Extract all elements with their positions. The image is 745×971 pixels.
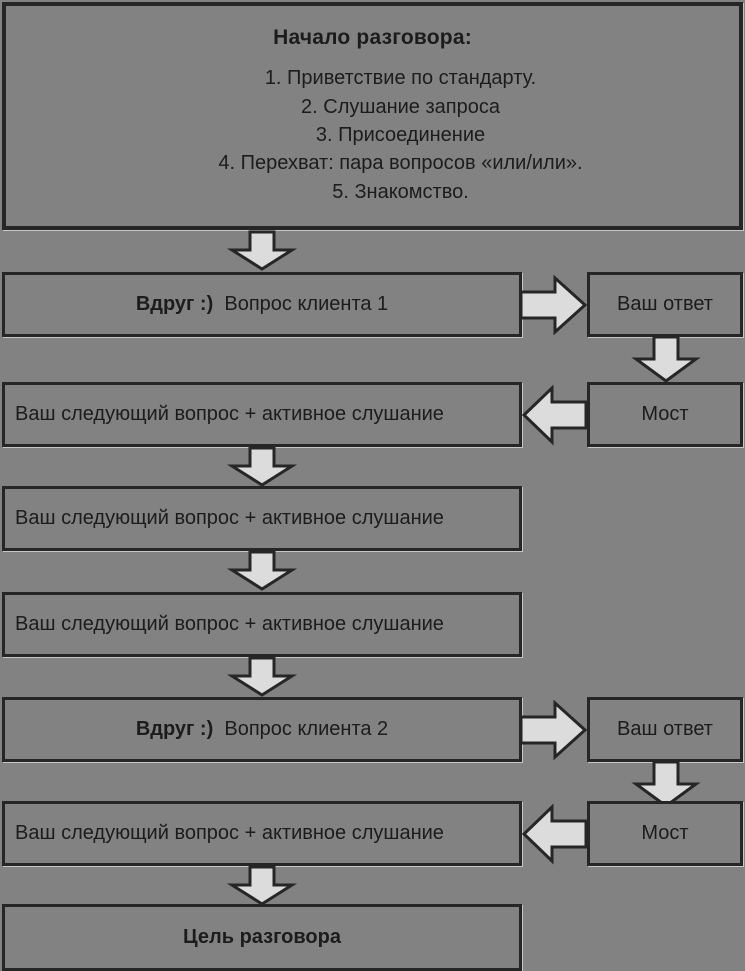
arrow-nextquestion1-to-nextquestion2-icon <box>226 446 298 487</box>
next-question-4-label: Ваш следующий вопрос + активное слушание <box>15 822 444 844</box>
list-item: 4. Перехват: пара вопросов «или/или». <box>218 152 583 175</box>
next-question-3-label: Ваш следующий вопрос + активное слушание <box>15 613 444 635</box>
answer2-label: Ваш ответ <box>617 718 713 740</box>
node-bridge-2: Мост <box>587 801 743 866</box>
question1-rest-label: Вопрос клиента 1 <box>224 293 389 315</box>
arrow-question2-to-answer2-icon <box>519 699 588 761</box>
node-bridge-1: Мост <box>587 382 743 447</box>
bridge1-label: Мост <box>641 403 689 425</box>
list-item: 2. Слушание запроса <box>301 95 500 118</box>
next-question-1-label: Ваш следующий вопрос + активное слушание <box>15 403 444 425</box>
node-question-client-2: Вдруг :) Вопрос клиента 2 <box>2 697 522 762</box>
answer1-label: Ваш ответ <box>617 293 713 315</box>
node-next-question-3: Ваш следующий вопрос + активное слушание <box>2 592 522 657</box>
arrow-nextquestion3-to-question2-icon <box>226 656 298 697</box>
arrow-answer1-to-bridge1-icon <box>631 335 701 383</box>
bridge2-label: Мост <box>641 822 689 844</box>
arrow-nextquestion2-to-nextquestion3-icon <box>226 550 298 591</box>
list-item: 5. Знакомство. <box>332 180 469 203</box>
arrow-bridge1-to-nextquestion1-icon <box>521 384 588 446</box>
header-step-list: 1. Приветствие по стандарту. 2. Слушание… <box>6 64 739 206</box>
arrow-answer2-to-bridge2-icon <box>631 760 701 808</box>
header-box: Начало разговора: 1. Приветствие по стан… <box>2 2 743 230</box>
node-next-question-4: Ваш следующий вопрос + активное слушание <box>2 801 522 866</box>
list-item: 3. Присоединение <box>315 123 486 146</box>
node-question-client-1: Вдруг :) Вопрос клиента 1 <box>2 272 522 337</box>
question2-bold-label: Вдруг :) <box>135 718 214 740</box>
question1-bold-label: Вдруг :) <box>135 293 214 315</box>
next-question-2-label: Ваш следующий вопрос + активное слушание <box>15 507 444 529</box>
node-next-question-1: Ваш следующий вопрос + активное слушание <box>2 382 522 447</box>
list-item: 1. Приветствие по стандарту. <box>264 67 537 90</box>
arrow-header-to-question1-icon <box>226 230 298 271</box>
goal-label: Цель разговора <box>183 926 341 948</box>
node-your-answer-2: Ваш ответ <box>587 697 743 762</box>
question2-rest-label: Вопрос клиента 2 <box>224 718 389 740</box>
page-title: Начало разговора: <box>273 26 472 49</box>
arrow-bridge2-to-nextquestion4-icon <box>521 803 588 865</box>
node-next-question-2: Ваш следующий вопрос + активное слушание <box>2 486 522 551</box>
node-conversation-goal: Цель разговора <box>2 904 522 971</box>
node-your-answer-1: Ваш ответ <box>587 272 743 337</box>
arrow-question1-to-answer1-icon <box>519 274 588 336</box>
arrow-nextquestion4-to-goal-icon <box>226 865 298 906</box>
